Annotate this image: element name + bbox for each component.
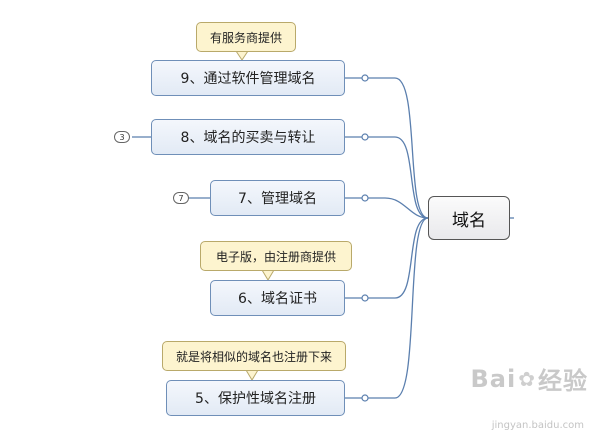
note-branch-9: 有服务商提供: [196, 22, 296, 52]
branch-label-9: 9、通过软件管理域名: [180, 71, 316, 87]
note-branch-5: 就是将相似的域名也注册下来: [162, 341, 346, 371]
watermark-logo-right: 经验: [538, 367, 588, 395]
connector-branch-6: [366, 217, 429, 299]
note-branch-6: 电子版，由注册商提供: [200, 241, 352, 271]
connector-branch-9: [366, 77, 429, 219]
connector-branch-8: [366, 136, 429, 219]
collapse-handle-6: [361, 294, 369, 302]
watermark-logo-left: Bai: [470, 364, 517, 393]
collapsed-count-badge-7[interactable]: 7: [173, 192, 189, 204]
collapse-handle-7: [361, 194, 369, 202]
branch-node-9[interactable]: 9、通过软件管理域名: [151, 60, 345, 96]
note-pointer-9: [235, 50, 249, 61]
collapsed-count-badge-8[interactable]: 3: [114, 131, 130, 143]
collapse-handle-9: [361, 74, 369, 82]
branch-label-8: 8、域名的买卖与转让: [180, 130, 316, 146]
connector-branch-5: [366, 217, 429, 399]
watermark-url: jingyan.baidu.com: [491, 420, 584, 431]
collapse-handle-8: [361, 133, 369, 141]
branch-label-5: 5、保护性域名注册: [195, 391, 316, 407]
note-pointer-6: [261, 269, 275, 281]
baidu-watermark: Bai ✿ 经验 jingyan.baidu.com: [448, 361, 588, 432]
note-pointer-5: [245, 369, 259, 381]
branch-node-5[interactable]: 5、保护性域名注册: [166, 380, 345, 416]
root-node[interactable]: 域名: [428, 196, 510, 240]
branch-node-7[interactable]: 7、管理域名: [210, 180, 345, 216]
branch-label-6: 6、域名证书: [238, 291, 317, 307]
branch-label-7: 7、管理域名: [238, 191, 317, 207]
root-label: 域名: [452, 210, 486, 231]
branch-node-8[interactable]: 8、域名的买卖与转让: [151, 119, 345, 155]
paw-icon: ✿: [518, 366, 536, 391]
connector-branch-7: [366, 197, 429, 219]
collapse-handle-5: [361, 394, 369, 402]
branch-node-6[interactable]: 6、域名证书: [210, 280, 345, 316]
watermark-logo: Bai ✿ 经验: [471, 361, 588, 396]
